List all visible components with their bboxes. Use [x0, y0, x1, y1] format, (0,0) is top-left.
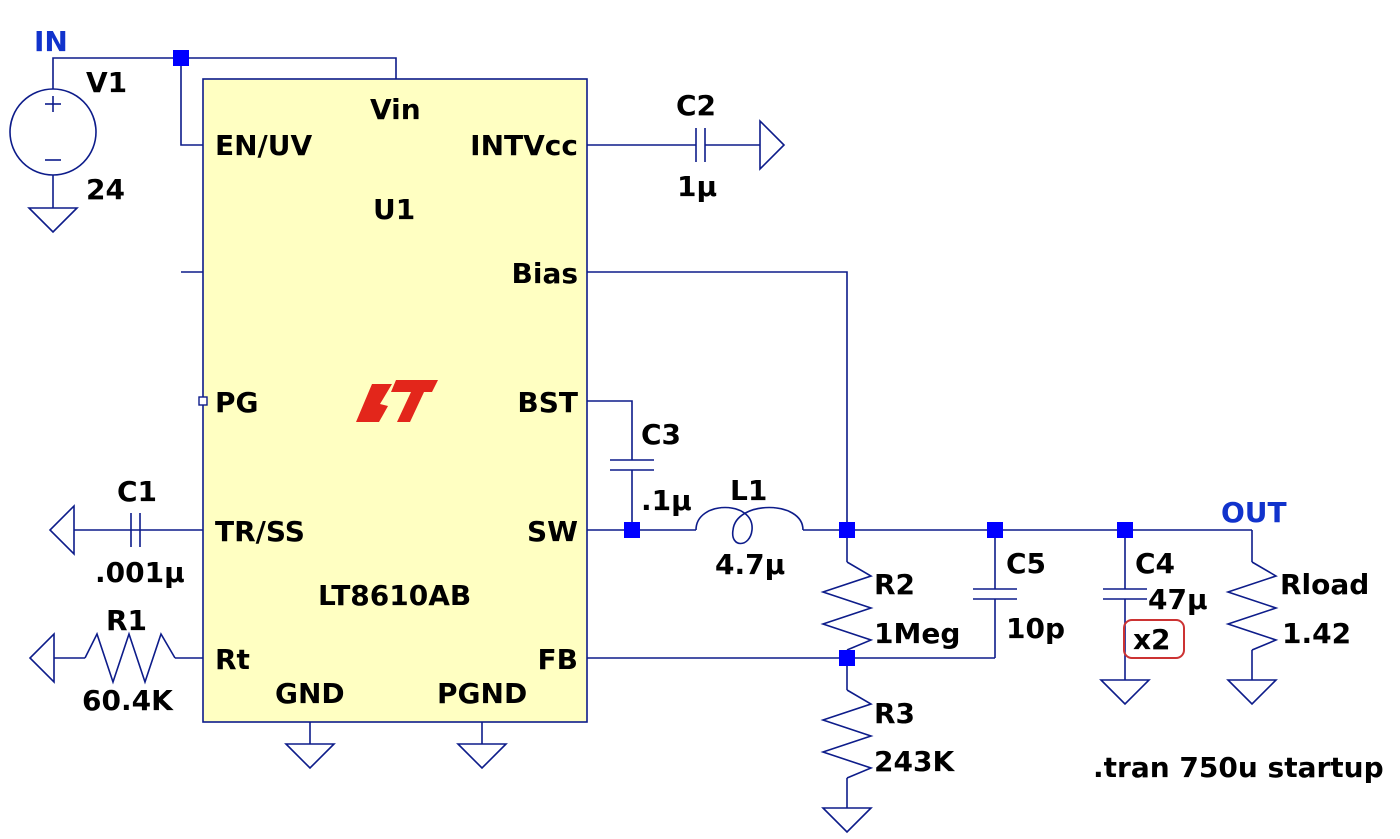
ground-icon [1099, 679, 1151, 706]
junction-sw [624, 522, 640, 538]
u1-pin-pg: PG [215, 386, 259, 419]
v1-name: V1 [86, 66, 127, 99]
junction-out-1 [839, 522, 855, 538]
c3-name: C3 [641, 418, 681, 451]
junction-out-2 [987, 522, 1003, 538]
wire-en [180, 58, 203, 146]
u1-pin-bst: BST [517, 386, 578, 419]
net-label-out: OUT [1221, 496, 1287, 529]
lt-logo [356, 380, 438, 422]
u1-body[interactable] [202, 78, 588, 723]
ground-icon [28, 632, 55, 684]
wire-bias [587, 271, 848, 530]
ground-icon [821, 807, 873, 834]
c2-value: 1µ [677, 170, 717, 203]
c4-value: 47µ [1148, 583, 1208, 616]
c5-capacitor[interactable] [973, 588, 1017, 600]
net-label-in: IN [34, 25, 68, 58]
r2-name: R2 [874, 568, 915, 601]
junction-out-3 [1117, 522, 1133, 538]
u1-part-number: LT8610AB [318, 579, 471, 612]
wire-in [52, 57, 397, 89]
c1-name: C1 [117, 475, 157, 508]
v1-source[interactable] [9, 88, 97, 176]
wire-bst [587, 400, 633, 460]
l1-inductor[interactable] [695, 506, 804, 545]
rload-value: 1.42 [1282, 617, 1351, 650]
ground-icon [284, 743, 336, 770]
c4-capacitor[interactable] [1103, 588, 1147, 600]
c3-value: .1µ [641, 484, 692, 517]
c4-name: C4 [1135, 547, 1175, 580]
r2-resistor[interactable] [820, 561, 874, 651]
u1-pin-fb: FB [538, 643, 578, 676]
c1-value: .001µ [95, 556, 185, 589]
c4-multiplier-box [1123, 619, 1185, 659]
l1-name: L1 [730, 474, 767, 507]
r1-resistor[interactable] [84, 631, 176, 685]
r3-value: 243K [874, 745, 955, 778]
ground-icon [759, 119, 786, 171]
r2-value: 1Meg [874, 617, 960, 650]
ground-icon [456, 743, 508, 770]
u1-pin-sw: SW [527, 515, 578, 548]
u1-pin-trss: TR/SS [215, 515, 305, 548]
ground-icon [48, 504, 75, 556]
junction-fb [839, 650, 855, 666]
u1-pin-vin: Vin [370, 93, 421, 126]
c5-name: C5 [1006, 547, 1046, 580]
ground-icon [1226, 679, 1278, 706]
c3-capacitor[interactable] [610, 459, 654, 471]
c4-multiplier: x2 [1133, 623, 1171, 656]
r3-name: R3 [874, 697, 915, 730]
c2-capacitor[interactable] [695, 128, 706, 162]
r1-name: R1 [106, 604, 147, 637]
u1-pin-intvcc: INTVcc [470, 129, 578, 162]
u1-pin-gnd: GND [275, 677, 345, 710]
l1-value: 4.7µ [715, 548, 785, 581]
rload-name: Rload [1280, 568, 1369, 601]
spice-directive[interactable]: .tran 750u startup [1093, 751, 1384, 784]
u1-pin-rt: Rt [215, 643, 250, 676]
u1-pin-pgnd: PGND [437, 677, 527, 710]
u1-pin-bias: Bias [512, 257, 579, 290]
junction-in [173, 50, 189, 66]
ground-icon [27, 207, 79, 234]
u1-pin-en: EN/UV [215, 129, 313, 162]
r3-resistor[interactable] [820, 689, 874, 779]
c2-name: C2 [676, 89, 716, 122]
v1-value: 24 [86, 173, 125, 206]
c5-value: 10p [1006, 612, 1065, 645]
r1-value: 60.4K [82, 684, 174, 717]
pg-pin-marker [198, 396, 208, 406]
u1-name: U1 [373, 193, 415, 226]
rload-resistor[interactable] [1225, 561, 1279, 651]
